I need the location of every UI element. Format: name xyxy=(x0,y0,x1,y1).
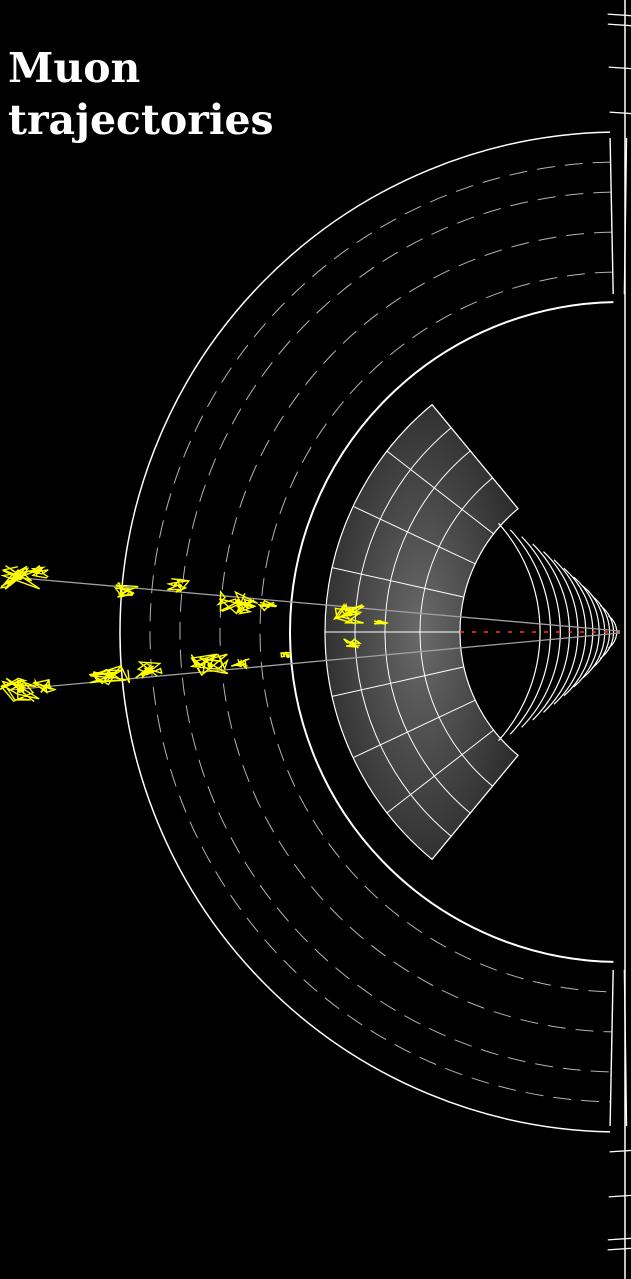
energy-deposit-core xyxy=(16,573,24,581)
calorimeter-outer-ring xyxy=(119,131,611,1133)
title-line-2: trajectories xyxy=(8,96,274,144)
energy-deposit-core xyxy=(44,684,48,688)
energy-deposit-cluster xyxy=(230,658,250,670)
energy-deposit-cluster xyxy=(89,665,131,686)
inner-detector xyxy=(324,403,519,861)
tracker-arc xyxy=(573,576,600,688)
energy-deposit-cluster xyxy=(135,661,163,680)
energy-deposit-cluster xyxy=(0,677,40,703)
calorimeter-layer-ring xyxy=(179,191,612,1073)
energy-deposit-cluster xyxy=(189,653,229,677)
energy-deposit-cluster xyxy=(373,619,390,625)
energy-deposit-core xyxy=(178,584,182,588)
calorimeter-cell-line xyxy=(609,969,614,1126)
page-title: Muon trajectories xyxy=(8,42,274,146)
energy-deposit-cluster xyxy=(280,651,292,658)
calorimeter-cell-line xyxy=(609,138,614,295)
inner-detector-segment xyxy=(431,404,519,510)
inner-detector-segment xyxy=(352,505,476,565)
title-line-1: Muon xyxy=(8,44,141,92)
inner-detector-segment xyxy=(386,450,494,535)
calorimeter-inner-ring xyxy=(288,301,614,963)
tracker-arcs xyxy=(460,522,625,742)
energy-deposit-cluster xyxy=(27,564,49,579)
energy-deposit-cluster xyxy=(113,582,139,598)
energy-deposit-cluster xyxy=(31,678,57,694)
tracker-arc xyxy=(591,595,611,669)
inner-detector-segment xyxy=(331,567,465,598)
inner-detector-segment xyxy=(431,754,519,860)
calorimeter-layer-ring xyxy=(219,231,613,1033)
energy-deposit-core xyxy=(266,604,270,608)
tracker-arc xyxy=(543,551,579,713)
energy-deposits xyxy=(0,564,390,703)
calorimeter-grid xyxy=(119,131,628,1133)
energy-deposit-cluster xyxy=(332,602,365,625)
inner-detector-segment xyxy=(386,729,494,814)
calorimeter-layer-ring xyxy=(259,271,613,993)
energy-deposit-cluster xyxy=(257,599,278,612)
tracker-arc xyxy=(498,522,541,742)
tracker-arc xyxy=(509,529,552,735)
energy-deposit-cluster xyxy=(216,589,259,615)
muon-track-upper xyxy=(9,576,621,632)
inner-detector-segment xyxy=(331,666,465,697)
energy-deposit-core xyxy=(347,611,353,617)
energy-deposit-core xyxy=(350,641,354,645)
energy-deposit-core xyxy=(36,570,40,574)
energy-deposit-core xyxy=(235,599,241,605)
tracker-arc xyxy=(599,605,615,659)
tracker-arc xyxy=(521,536,561,728)
energy-deposit-core xyxy=(17,687,23,693)
energy-deposit-core xyxy=(286,654,290,658)
energy-deposit-core xyxy=(238,661,242,665)
inner-detector-segment xyxy=(352,699,476,759)
energy-deposit-core xyxy=(148,668,152,672)
tracker-arc xyxy=(553,559,587,705)
energy-deposit-core xyxy=(378,620,382,624)
energy-deposit-cluster xyxy=(166,578,191,593)
energy-deposit-core xyxy=(126,588,130,592)
energy-deposit-core xyxy=(207,662,213,668)
calorimeter-layer-ring xyxy=(149,161,611,1103)
energy-deposit-core xyxy=(107,673,113,679)
